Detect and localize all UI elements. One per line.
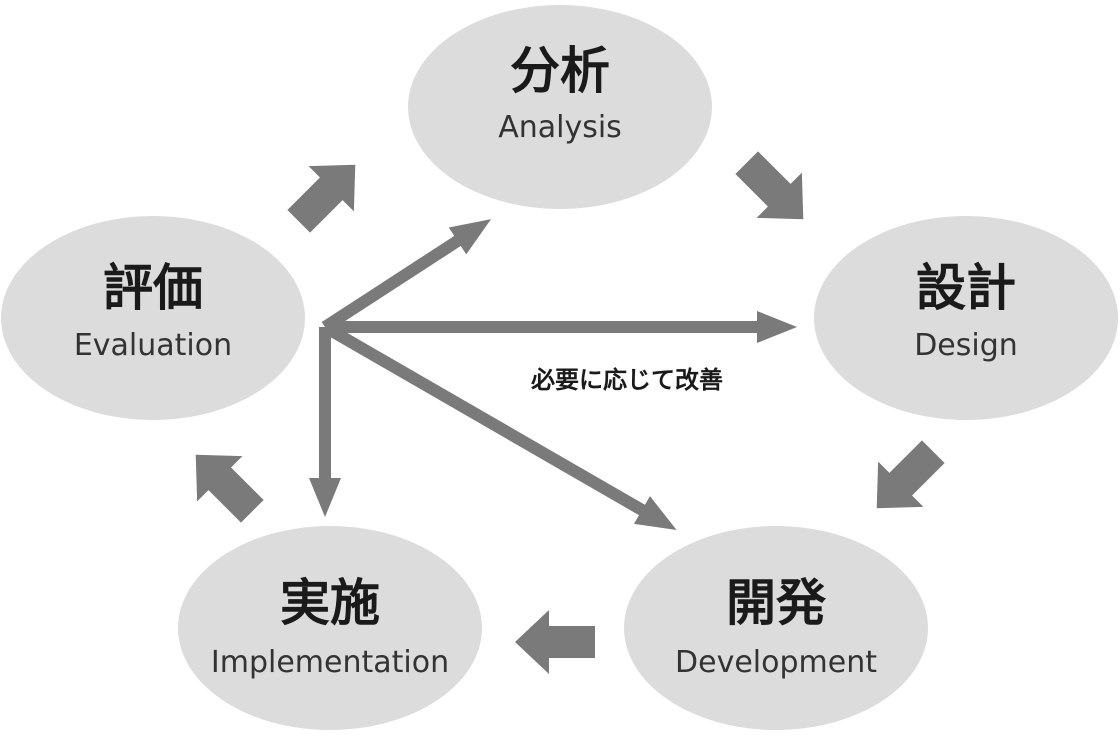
node-evaluation-subtitle: Evaluation xyxy=(74,328,232,363)
cycle-arrow-design-to-development xyxy=(876,440,945,509)
feedback-arrow-to-implementation xyxy=(309,327,341,517)
feedback-label: 必要に応じて改善 xyxy=(531,366,723,394)
feedback-arrow-to-design xyxy=(325,311,797,343)
node-evaluation: 評価 Evaluation xyxy=(1,216,305,420)
node-design-subtitle: Design xyxy=(914,328,1018,363)
node-implementation-title: 実施 xyxy=(280,574,380,632)
node-development-title: 開発 xyxy=(726,574,827,632)
feedback-arrow-to-development xyxy=(322,321,677,530)
cycle-arrow-implementation-to-evaluation xyxy=(195,454,264,523)
node-development-subtitle: Development xyxy=(675,645,877,680)
node-design: 設計 Design xyxy=(814,216,1118,420)
node-analysis-subtitle: Analysis xyxy=(498,110,622,145)
cycle-arrow-analysis-to-design xyxy=(735,151,804,220)
cycle-arrow-evaluation-to-analysis xyxy=(287,164,356,233)
node-evaluation-title: 評価 xyxy=(103,259,203,317)
node-implementation-subtitle: Implementation xyxy=(211,645,449,680)
feedback-arrow-to-analysis xyxy=(321,219,492,333)
node-development: 開発 Development xyxy=(624,526,928,730)
feedback-arrows xyxy=(309,219,797,530)
node-design-title: 設計 xyxy=(916,259,1016,317)
cycle-arrow-development-to-implementation xyxy=(515,610,595,674)
node-analysis: 分析 Analysis xyxy=(408,5,712,209)
node-implementation: 実施 Implementation xyxy=(178,526,482,730)
node-analysis-title: 分析 xyxy=(510,42,610,100)
